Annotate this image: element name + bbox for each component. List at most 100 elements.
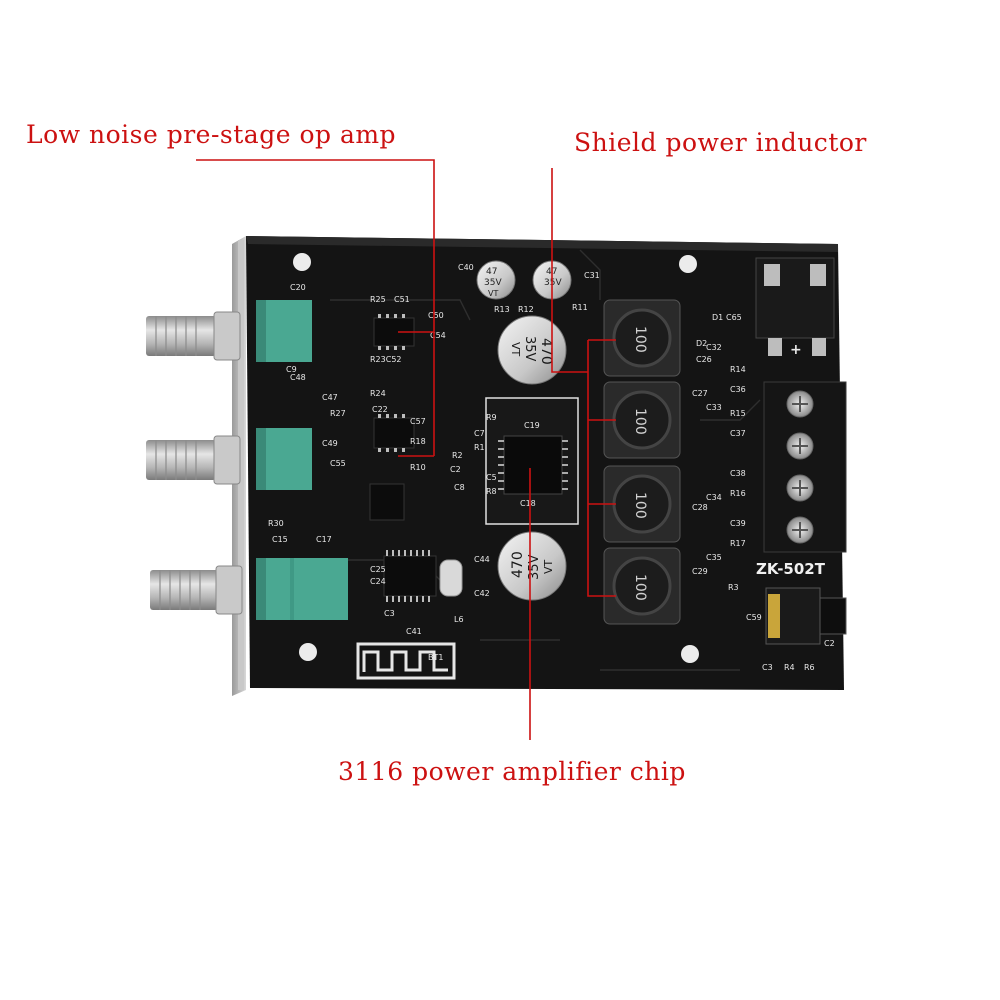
svg-text:C51: C51 <box>394 295 410 304</box>
svg-text:R12: R12 <box>518 305 534 314</box>
svg-text:C7: C7 <box>474 429 485 438</box>
svg-text:C3: C3 <box>762 663 773 672</box>
svg-text:R2: R2 <box>452 451 463 460</box>
svg-text:C59: C59 <box>746 613 762 622</box>
bass-knob-shaft <box>150 565 243 615</box>
svg-text:R14: R14 <box>730 365 746 374</box>
main-capacitor: 470 35V VT <box>497 531 567 601</box>
mounting-hole <box>681 645 699 663</box>
svg-text:35V: 35V <box>484 278 502 288</box>
svg-text:C42: C42 <box>474 589 490 598</box>
svg-text:C40: C40 <box>458 263 474 272</box>
svg-text:C5: C5 <box>486 473 497 482</box>
svg-text:C47: C47 <box>322 393 338 402</box>
svg-text:C3: C3 <box>384 609 395 618</box>
svg-text:D1: D1 <box>712 313 723 322</box>
svg-text:C36: C36 <box>730 385 746 394</box>
svg-text:100: 100 <box>632 492 648 519</box>
svg-text:C31: C31 <box>584 271 600 280</box>
model-label: ZK-502T <box>756 560 826 578</box>
svg-text:VT: VT <box>542 559 555 574</box>
callout-leader-lines <box>196 159 616 740</box>
shielded-inductor: 100 <box>603 381 681 459</box>
svg-text:VT: VT <box>509 342 522 357</box>
svg-text:R16: R16 <box>730 489 746 498</box>
callout-op-amp: Low noise pre-stage op amp <box>26 120 397 149</box>
svg-text:C44: C44 <box>474 555 490 564</box>
svg-text:C33: C33 <box>706 403 722 412</box>
mounting-hole <box>679 255 697 273</box>
svg-text:C28: C28 <box>692 503 708 512</box>
svg-text:C29: C29 <box>692 567 708 576</box>
svg-text:L6: L6 <box>454 615 464 624</box>
svg-text:C8: C8 <box>454 483 465 492</box>
svg-text:R9: R9 <box>486 413 497 422</box>
svg-text:R13: R13 <box>494 305 510 314</box>
svg-text:100: 100 <box>632 408 648 435</box>
svg-text:C57: C57 <box>410 417 426 426</box>
svg-text:C39: C39 <box>730 519 746 528</box>
amplifier-chip-area <box>485 397 579 525</box>
svg-text:R23C52: R23C52 <box>370 355 402 364</box>
svg-text:100: 100 <box>632 574 648 601</box>
svg-text:R3: R3 <box>728 583 739 592</box>
svg-text:C32: C32 <box>706 343 722 352</box>
svg-text:R15: R15 <box>730 409 746 418</box>
bluetooth-ic <box>383 550 463 602</box>
callout-amplifier-chip: 3116 power amplifier chip <box>338 757 686 786</box>
svg-text:C9: C9 <box>286 365 297 374</box>
svg-text:R27: R27 <box>330 409 346 418</box>
svg-text:+: + <box>790 342 802 358</box>
bt-label: BT1 <box>428 653 443 662</box>
svg-text:R10: R10 <box>410 463 426 472</box>
svg-text:470: 470 <box>538 338 554 365</box>
svg-text:C34: C34 <box>706 493 722 502</box>
svg-text:D2: D2 <box>696 339 707 348</box>
svg-text:C2: C2 <box>450 465 461 474</box>
potentiometer-body <box>256 300 348 620</box>
svg-text:R25: R25 <box>370 295 386 304</box>
crystal <box>439 559 463 597</box>
callout-inductor: Shield power inductor <box>574 128 867 157</box>
treble-knob-shaft <box>146 435 241 485</box>
svg-text:C55: C55 <box>330 459 346 468</box>
svg-text:R11: R11 <box>572 303 588 312</box>
bluetooth-antenna: BT1 <box>356 642 456 680</box>
svg-text:C27: C27 <box>692 389 708 398</box>
aux-jack <box>765 587 847 645</box>
svg-text:C22: C22 <box>372 405 388 414</box>
svg-text:C38: C38 <box>730 469 746 478</box>
svg-text:C54: C54 <box>430 331 446 340</box>
svg-text:35V: 35V <box>522 336 537 362</box>
mounting-hole <box>293 253 311 271</box>
svg-text:C35: C35 <box>706 553 722 562</box>
shielded-inductor: 100 <box>603 547 681 625</box>
svg-text:R18: R18 <box>410 437 426 446</box>
dc-power-jack: + <box>755 257 835 358</box>
volume-knob-shaft <box>146 311 241 361</box>
svg-text:R30: R30 <box>268 519 284 528</box>
svg-text:R8: R8 <box>486 487 497 496</box>
svg-text:R17: R17 <box>730 539 746 548</box>
svg-text:C25: C25 <box>370 565 386 574</box>
svg-text:C26: C26 <box>696 355 712 364</box>
svg-text:C65: C65 <box>726 313 742 322</box>
svg-text:C41: C41 <box>406 627 422 636</box>
svg-text:C19: C19 <box>524 421 540 430</box>
svg-text:C49: C49 <box>322 439 338 448</box>
svg-text:C18: C18 <box>520 499 536 508</box>
svg-text:C48: C48 <box>290 373 306 382</box>
svg-text:470: 470 <box>510 551 526 578</box>
svg-text:VT: VT <box>488 289 498 298</box>
svg-text:C15: C15 <box>272 535 288 544</box>
svg-text:C24: C24 <box>370 577 386 586</box>
svg-text:R6: R6 <box>804 663 815 672</box>
main-capacitor: 470 35V VT <box>497 315 567 385</box>
svg-text:C17: C17 <box>316 535 332 544</box>
svg-text:47: 47 <box>486 267 497 277</box>
svg-text:C2: C2 <box>824 639 835 648</box>
svg-text:R24: R24 <box>370 389 386 398</box>
svg-text:C50: C50 <box>428 311 444 320</box>
svg-text:C37: C37 <box>730 429 746 438</box>
